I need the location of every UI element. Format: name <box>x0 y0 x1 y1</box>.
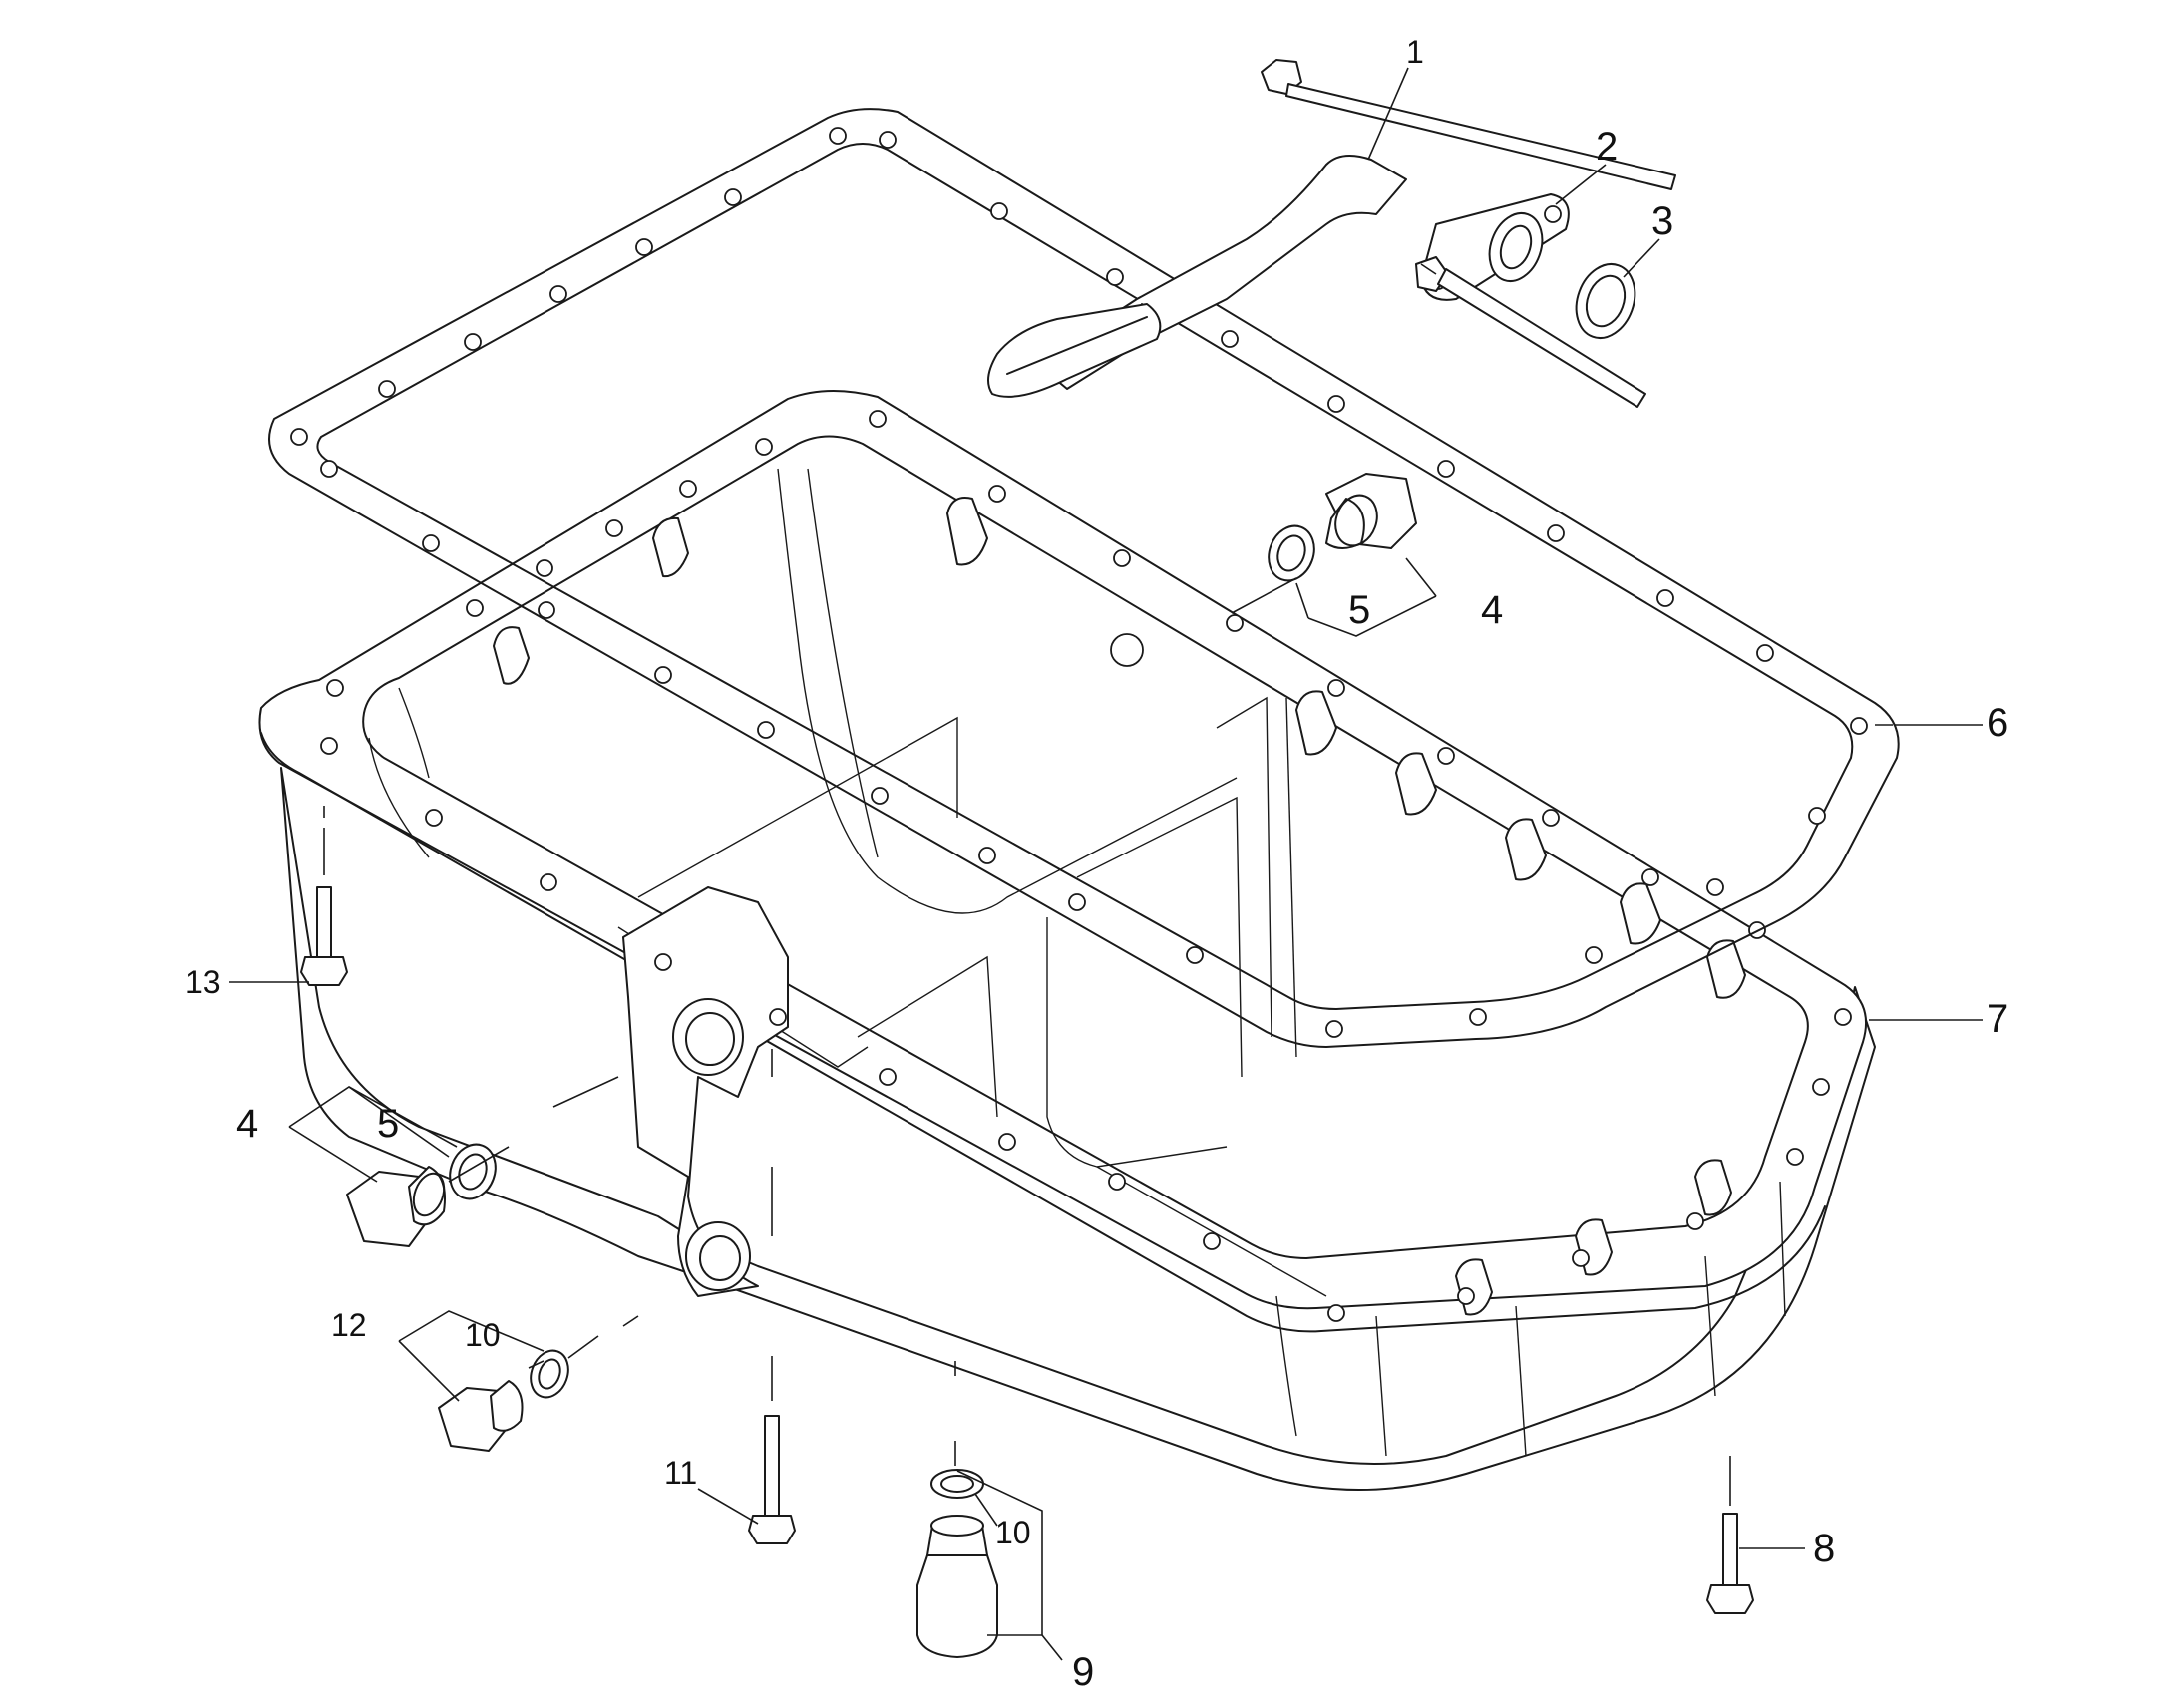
oil-pan-bolt-holes <box>320 410 1852 1322</box>
plug-4-lower <box>346 1166 446 1247</box>
callout-10-left: 10 <box>465 1317 501 1353</box>
callout-3: 3 <box>1651 199 1673 243</box>
callout-labels: 1 2 3 5 4 6 7 13 4 5 12 10 11 10 9 8 <box>185 34 2008 1694</box>
callout-6: 6 <box>1987 701 2008 745</box>
bolt-8 <box>1706 1513 1754 1614</box>
callout-13: 13 <box>185 964 221 1000</box>
o-ring-10-bottom <box>930 1469 984 1499</box>
callout-5-lower: 5 <box>377 1102 399 1146</box>
gasket-bolt-holes <box>290 127 1868 1038</box>
oil-pickup-tube <box>987 155 1570 398</box>
callout-12: 12 <box>331 1307 367 1343</box>
callout-11: 11 <box>664 1455 697 1491</box>
pickup-tube-bolt-1 <box>1261 59 1676 190</box>
pickup-tube-o-ring <box>1575 263 1636 339</box>
callout-7: 7 <box>1987 997 2008 1041</box>
o-ring-5-upper <box>1268 524 1315 582</box>
callout-9: 9 <box>1072 1650 1094 1694</box>
plug-4-upper <box>1325 473 1417 549</box>
alignment-lines <box>323 263 1731 1506</box>
callout-4-upper: 4 <box>1481 588 1503 632</box>
o-ring-10-left <box>530 1349 569 1399</box>
oil-pan-gasket <box>268 108 1900 1048</box>
o-ring-5-lower <box>449 1143 497 1200</box>
callout-1: 1 <box>1406 34 1424 70</box>
callout-10-bottom: 10 <box>995 1515 1031 1550</box>
callout-4-lower: 4 <box>236 1102 258 1146</box>
callout-8: 8 <box>1813 1527 1835 1570</box>
drain-plug-9 <box>916 1515 998 1658</box>
callout-2: 2 <box>1596 125 1618 169</box>
oil-pan <box>258 390 1876 1491</box>
bolt-13 <box>300 886 348 986</box>
leader-lines <box>229 67 1983 1661</box>
callout-5-upper: 5 <box>1348 588 1370 632</box>
plug-12 <box>438 1380 524 1452</box>
bolt-11 <box>748 1415 796 1544</box>
